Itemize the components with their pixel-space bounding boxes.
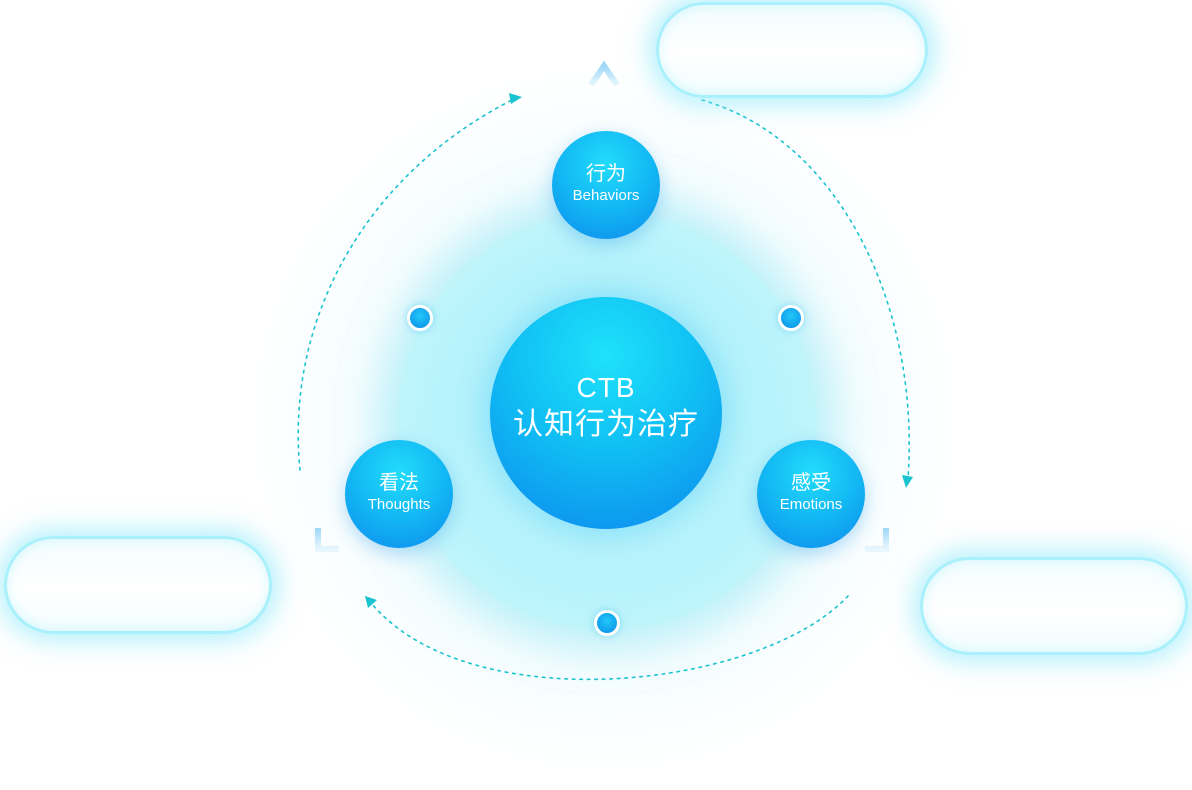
connector-dot-left [407,305,433,331]
center-label: CTB 认知行为治疗 [490,371,722,445]
connector-dot-bottom [594,610,620,636]
arrow-head-top-left [509,93,522,104]
chevron-down-right-icon [865,528,889,552]
connector-dot-right [778,305,804,331]
callout-bubble-top [656,2,928,98]
cycle-arc-top-right [701,99,910,479]
callout-bubble-left [4,536,272,634]
callout-bubble-right [920,557,1188,655]
node-emotions-en: Emotions [779,496,843,513]
connector-overlay [297,60,913,681]
cycle-arc-top-left [297,99,513,471]
node-emotions-cn: 感受 [791,470,831,494]
node-behaviors-cn: 行为 [586,161,626,185]
arrow-head-bottom [365,596,377,608]
cbt-diagram: CTB 认知行为治疗 行为 Behaviors 看法 Thoughts 感受 E… [4,2,1188,790]
chevron-up-icon [588,60,620,87]
node-behaviors: 行为 Behaviors [552,131,660,239]
cycle-arc-bottom [371,595,849,681]
center-circle [490,297,722,529]
node-behaviors-en: Behaviors [572,187,640,204]
node-thoughts-cn: 看法 [379,470,419,494]
node-thoughts: 看法 Thoughts [345,440,453,548]
center-title: CTB [576,372,636,403]
center-subtitle: 认知行为治疗 [513,407,699,442]
chevron-down-left-icon [315,528,339,552]
arrow-head-top-right [902,475,913,488]
node-emotions: 感受 Emotions [757,440,865,548]
node-thoughts-en: Thoughts [367,496,431,513]
